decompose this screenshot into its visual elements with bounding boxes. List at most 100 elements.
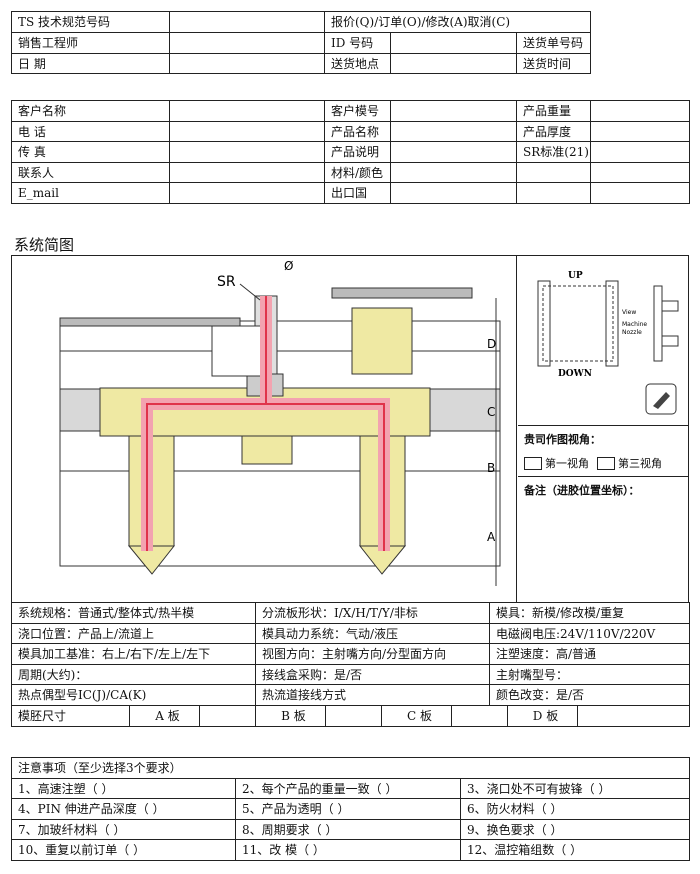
view-down-label: DOWN xyxy=(558,369,592,379)
field-value[interactable] xyxy=(390,120,517,142)
plate-label: D 板 xyxy=(507,705,578,727)
plate-label: C 板 xyxy=(381,705,452,727)
system-diagram: D C B A SR Ø UP DOWN View Machine Nozzle… xyxy=(11,255,689,603)
dim-label-c: C xyxy=(487,405,495,419)
field-label: SR标准(21) xyxy=(516,141,591,163)
spec-cell[interactable]: 系统规格：普通式/整体式/热半模 xyxy=(11,602,256,624)
checkbox-icon[interactable] xyxy=(597,456,615,470)
field-label: 电 话 xyxy=(11,120,170,142)
field-value[interactable] xyxy=(169,52,325,74)
plate-value[interactable] xyxy=(199,705,256,727)
plate-label: B 板 xyxy=(255,705,326,727)
field-value[interactable] xyxy=(390,52,517,74)
spec-cell[interactable]: 颜色改变：是/否 xyxy=(489,684,690,706)
note-panel[interactable]: 备注（进胶位置坐标）： xyxy=(518,478,688,602)
field-value[interactable] xyxy=(169,32,325,54)
field-label: 销售工程师 xyxy=(11,32,170,54)
plate-value[interactable] xyxy=(451,705,508,727)
field-label: 产品名称 xyxy=(324,120,391,142)
field-value[interactable] xyxy=(169,11,325,33)
spec-cell[interactable]: 接线盒采购：是/否 xyxy=(255,663,490,685)
field-value[interactable] xyxy=(590,141,690,163)
field-value[interactable] xyxy=(390,141,517,163)
pencil-icon xyxy=(653,392,670,409)
field-value[interactable] xyxy=(590,161,690,183)
spec-cell[interactable]: 热点偶型号IC(J)/CA(K) xyxy=(11,684,256,706)
spec-cell[interactable]: 注塑速度：高/普通 xyxy=(489,643,690,665)
plate-label: A 板 xyxy=(129,705,200,727)
dim-label-a: A xyxy=(487,530,496,544)
field-label: 产品重量 xyxy=(516,100,591,122)
note-item[interactable]: 2、每个产品的重量一致（ ） xyxy=(235,777,461,799)
field-value[interactable] xyxy=(590,100,690,122)
view-angle-title: 贵司作图视角： xyxy=(524,433,601,446)
field-label: 产品说明 xyxy=(324,141,391,163)
field-label: 材料/颜色 xyxy=(324,161,391,183)
spec-cell[interactable]: 分流板形状：I/X/H/T/Y/非标 xyxy=(255,602,490,624)
spec-cell[interactable]: 模具加工基准：右上/右下/左上/左下 xyxy=(11,643,256,665)
field-label: 产品厚度 xyxy=(516,120,591,142)
note-item[interactable]: 1、高速注塑（ ） xyxy=(11,777,236,799)
field-value[interactable] xyxy=(590,182,690,204)
view-view-label: View xyxy=(622,309,636,316)
field-label: ID 号码 xyxy=(324,32,391,54)
field-value[interactable] xyxy=(169,161,325,183)
spec-cell[interactable]: 周期(大约)： xyxy=(11,663,256,685)
view-nozzle-label: Nozzle xyxy=(622,329,642,336)
header-table: TS 技术规范号码 报价(Q)/订单(O)/修改(A)取消(C) xyxy=(11,11,591,33)
spec-cell[interactable]: 视图方向：主射嘴方向/分型面方向 xyxy=(255,643,490,665)
note-item[interactable]: 9、换色要求（ ） xyxy=(459,818,691,840)
note-title: 备注（进胶位置坐标）： xyxy=(524,484,640,497)
field-value[interactable] xyxy=(390,100,517,122)
header-table-2: 销售工程师 ID 号码 送货单号码 日 期 送货地点 送货时间 xyxy=(11,32,591,74)
view-up-label: UP xyxy=(568,271,583,281)
view-angle-panel: 贵司作图视角： 第一视角第三视角 xyxy=(518,427,688,477)
first-angle-option[interactable]: 第一视角 xyxy=(524,455,589,471)
section-title: 系统简图 xyxy=(14,236,75,254)
field-label: 日 期 xyxy=(11,52,170,74)
dim-label-d: D xyxy=(487,337,496,351)
note-item[interactable]: 6、防火材料（ ） xyxy=(459,798,691,820)
note-item[interactable]: 8、周期要求（ ） xyxy=(235,818,461,840)
checkbox-icon[interactable] xyxy=(524,456,542,470)
note-item[interactable]: 12、温控箱组数（ ） xyxy=(459,839,691,861)
note-item[interactable]: 5、产品为透明（ ） xyxy=(235,798,461,820)
field-label: 传 真 xyxy=(11,141,170,163)
spec-cell[interactable]: 模具动力系统：气动/液压 xyxy=(255,622,490,644)
note-item[interactable]: 4、PIN 伸进产品深度（ ） xyxy=(11,798,236,820)
field-value[interactable] xyxy=(169,141,325,163)
note-item[interactable]: 3、浇口处不可有披锋（ ） xyxy=(459,777,691,799)
field-label xyxy=(516,182,591,204)
sr-label: SR xyxy=(217,274,236,290)
field-value[interactable] xyxy=(169,120,325,142)
field-value[interactable] xyxy=(169,100,325,122)
spec-cell[interactable]: 浇口位置：产品上/流道上 xyxy=(11,622,256,644)
field-label: E_mail xyxy=(11,182,170,204)
field-label xyxy=(516,161,591,183)
dim-label-b: B xyxy=(487,461,495,475)
plate-size-label: 模胚尺寸 xyxy=(11,705,130,727)
note-item[interactable]: 11、改 模（ ） xyxy=(235,839,461,861)
field-value[interactable] xyxy=(169,182,325,204)
spec-cell[interactable]: 热流道接线方式 xyxy=(255,684,490,706)
field-label: 送货单号码 xyxy=(516,32,591,54)
phi-label: Ø xyxy=(284,259,293,273)
spec-cell[interactable]: 模具：新模/修改模/重复 xyxy=(489,602,690,624)
third-angle-option[interactable]: 第三视角 xyxy=(597,455,662,471)
field-label: 联系人 xyxy=(11,161,170,183)
plate-value[interactable] xyxy=(325,705,382,727)
spec-cell[interactable]: 主射嘴型号： xyxy=(489,663,690,685)
field-value[interactable] xyxy=(390,161,517,183)
field-label: 出口国 xyxy=(324,182,391,204)
view-machine-label: Machine xyxy=(622,321,647,328)
note-item[interactable]: 10、重复以前订单（ ） xyxy=(11,839,236,861)
field-label: 送货时间 xyxy=(516,52,591,74)
note-item[interactable]: 7、加玻纤材料（ ） xyxy=(11,818,236,840)
spec-cell[interactable]: 电磁阀电压:24V/110V/220V xyxy=(489,622,690,644)
plate-value[interactable] xyxy=(577,705,690,727)
field-value[interactable] xyxy=(390,182,517,204)
field-value[interactable] xyxy=(390,32,517,54)
field-value[interactable] xyxy=(590,120,690,142)
field-label: TS 技术规范号码 xyxy=(11,11,170,33)
